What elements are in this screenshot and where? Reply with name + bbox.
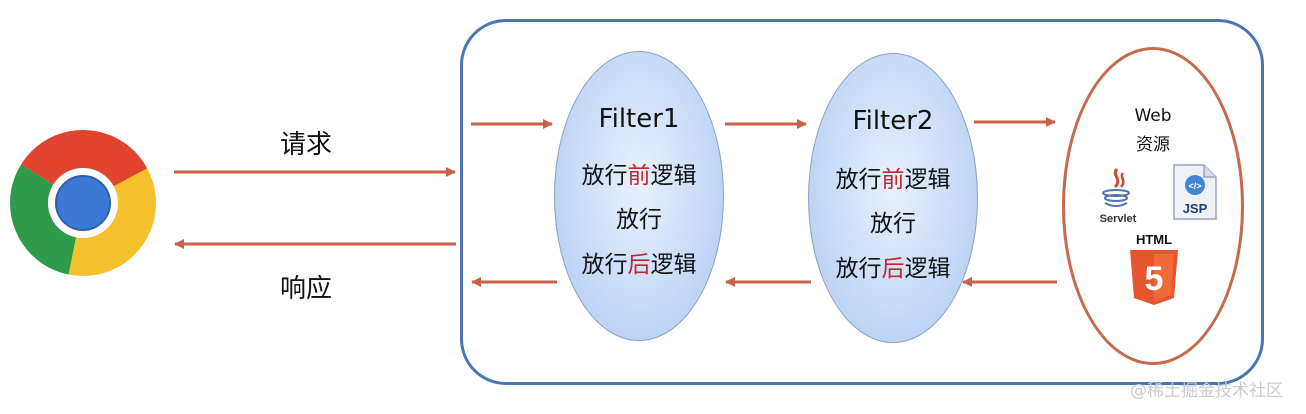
chrome-icon	[10, 130, 156, 276]
web-resources-ellipse: Web 资源	[1062, 47, 1244, 365]
response-label: 响应	[280, 274, 333, 304]
filter2-post-logic: 放行后逻辑	[835, 256, 951, 282]
filter2-pass: 放行	[870, 211, 916, 237]
watermark: @稀土掘金技术社区	[1130, 381, 1283, 401]
request-label: 请求	[280, 130, 333, 160]
filter-chain-container	[460, 19, 1264, 385]
jsp-icon: </> JSP	[1173, 164, 1217, 220]
html-label: HTML	[1136, 232, 1172, 247]
java-servlet-icon: Servlet	[1100, 167, 1137, 225]
filter1-post-logic: 放行后逻辑	[581, 252, 697, 278]
filter2-title: Filter2	[852, 106, 934, 136]
filter1-pass: 放行	[616, 207, 662, 233]
web-resource-title: 资源	[1136, 135, 1170, 155]
filter2-ellipse: Filter2 放行前逻辑 放行 放行后逻辑	[808, 53, 978, 343]
filter1-pre-logic: 放行前逻辑	[581, 163, 697, 189]
html5-icon: HTML 5	[1130, 232, 1178, 305]
filter1-title: Filter1	[598, 104, 680, 134]
jsp-label: JSP	[1183, 201, 1208, 216]
filter2-pre-logic: 放行前逻辑	[835, 167, 951, 193]
web-title: Web	[1134, 106, 1172, 126]
html5-digit: 5	[1145, 260, 1164, 298]
filter1-ellipse: Filter1 放行前逻辑 放行 放行后逻辑	[554, 51, 724, 341]
servlet-label: Servlet	[1100, 213, 1137, 225]
svg-text:</>: </>	[1188, 181, 1201, 191]
